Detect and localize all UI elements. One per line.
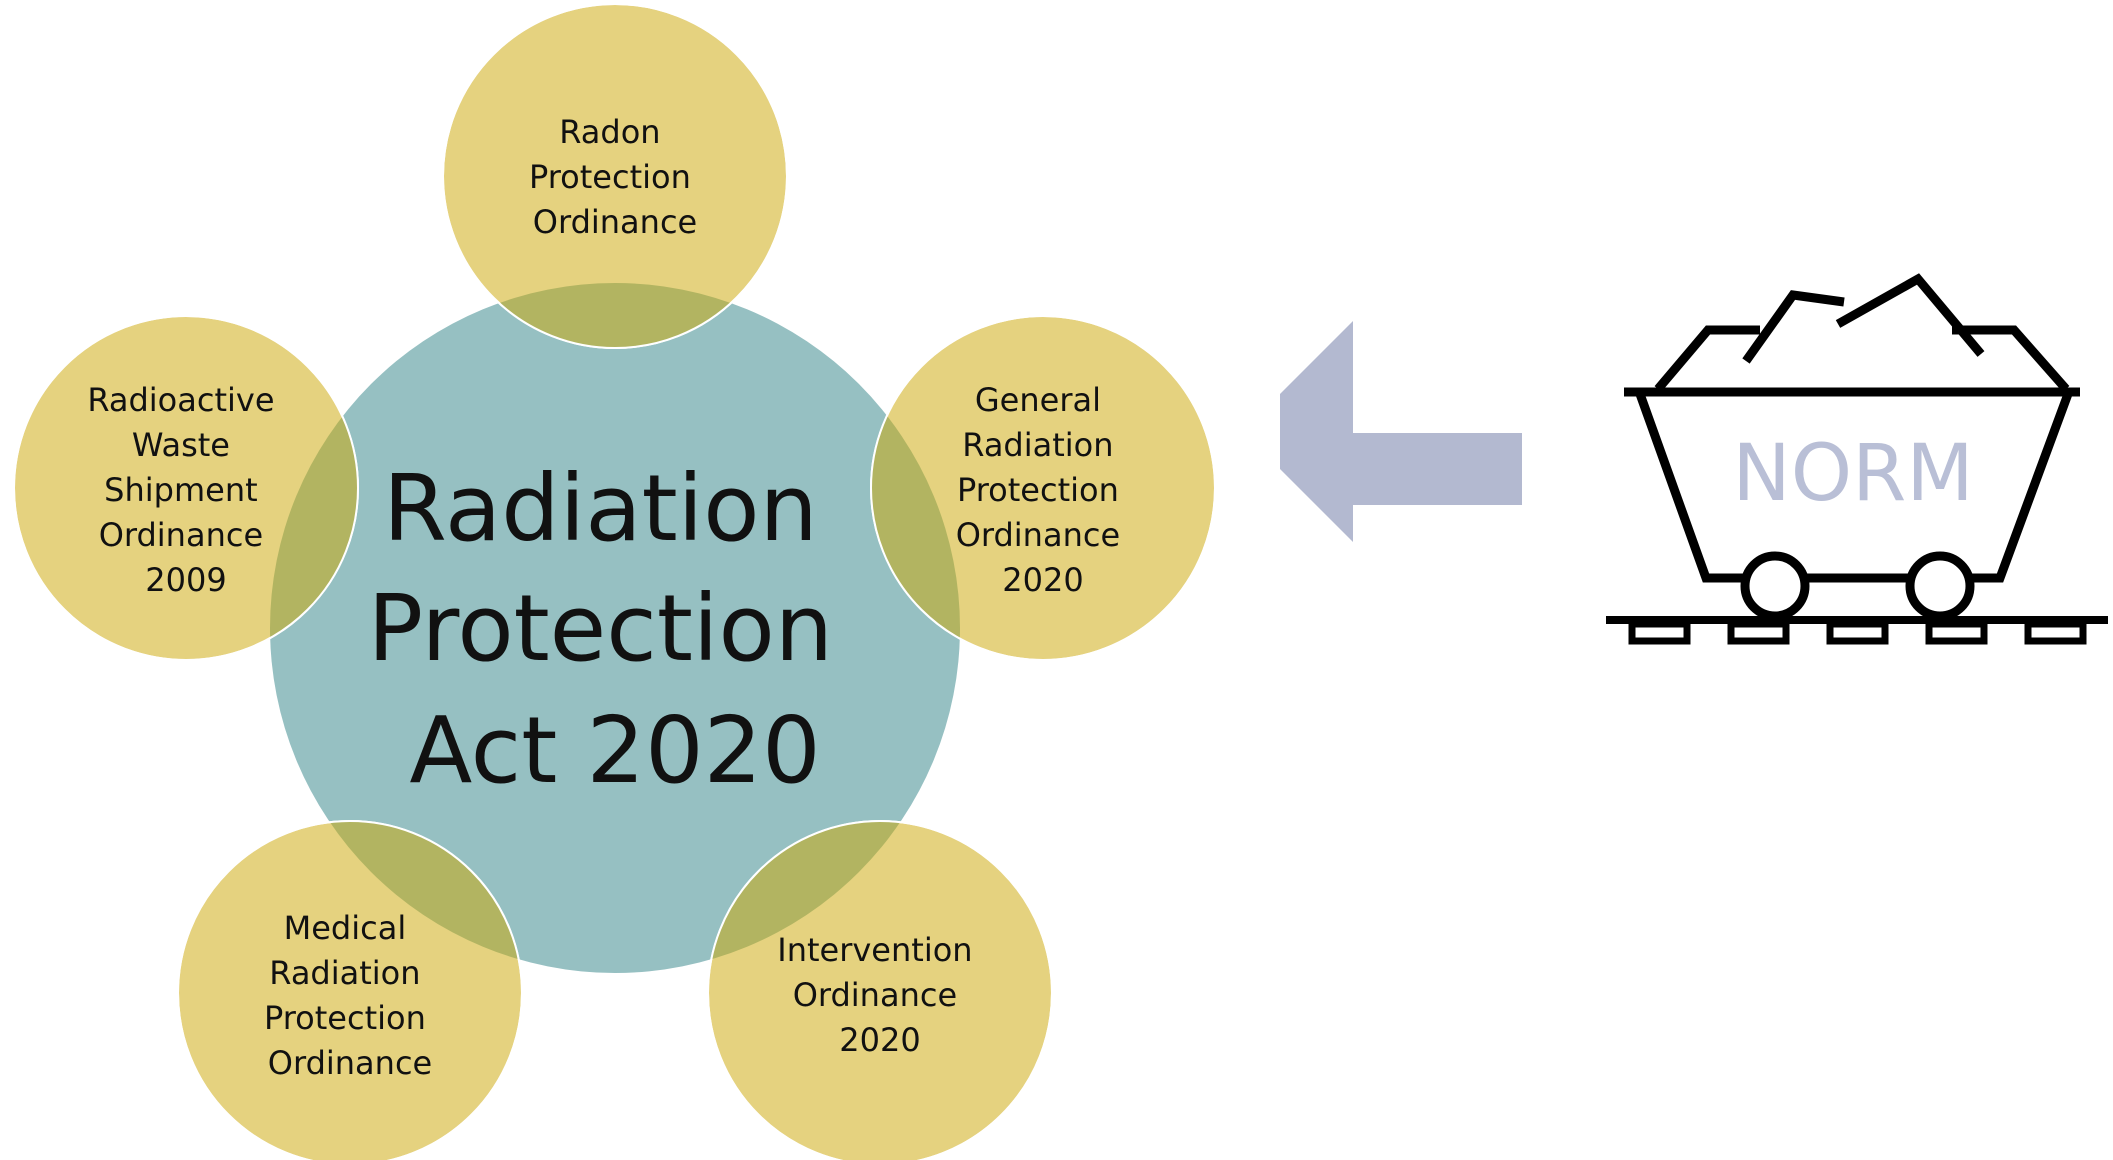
norm-label: NORM: [1732, 429, 1973, 519]
waste-label-line: Radioactive: [87, 381, 274, 419]
intervention-label-line: Ordinance: [793, 976, 957, 1014]
radon-label-line: Protection: [529, 158, 691, 196]
medical-label-line: Protection: [264, 999, 426, 1037]
waste-label-line: 2009: [145, 561, 226, 599]
left-arrow-icon: [1280, 321, 1522, 542]
general-label-line: Protection: [957, 471, 1119, 509]
center-circle: [270, 283, 960, 973]
general-label-line: Radiation: [962, 426, 1113, 464]
waste-label-line: Ordinance: [99, 516, 263, 554]
waste-label: Radioactive Waste Shipment Ordinance 200…: [87, 381, 284, 599]
general-label-line: 2020: [1002, 561, 1083, 599]
intervention-label: Intervention Ordinance 2020: [777, 931, 982, 1059]
radon-label: Radon Protection Ordinance: [529, 113, 701, 241]
medical-label-line: Medical: [284, 909, 407, 947]
medical-label: Medical Radiation Protection Ordinance: [264, 909, 436, 1082]
center-title-line-2: Protection: [368, 575, 833, 682]
center-title-line-3: Act 2020: [409, 697, 820, 804]
center-title-line-1: Radiation: [383, 455, 818, 562]
waste-label-line: Waste: [132, 426, 230, 464]
radon-label-line: Ordinance: [533, 203, 697, 241]
waste-label-line: Shipment: [104, 471, 257, 509]
overlap-intervention: [708, 821, 960, 973]
overlap-rims: [13, 3, 1216, 1160]
overlap-medical: [270, 821, 522, 973]
general-label-line: Ordinance: [956, 516, 1120, 554]
general-label: General Radiation Protection Ordinance 2…: [956, 381, 1131, 599]
center-title: Radiation Protection Act 2020: [368, 455, 863, 804]
radon-label-line: Radon: [559, 113, 660, 151]
general-label-line: General: [975, 381, 1101, 419]
intervention-label-line: Intervention: [777, 931, 972, 969]
intervention-label-line: 2020: [839, 1021, 920, 1059]
medical-label-line: Ordinance: [268, 1044, 432, 1082]
medical-label-line: Radiation: [269, 954, 420, 992]
mine-cart-icon: [1606, 273, 2108, 645]
